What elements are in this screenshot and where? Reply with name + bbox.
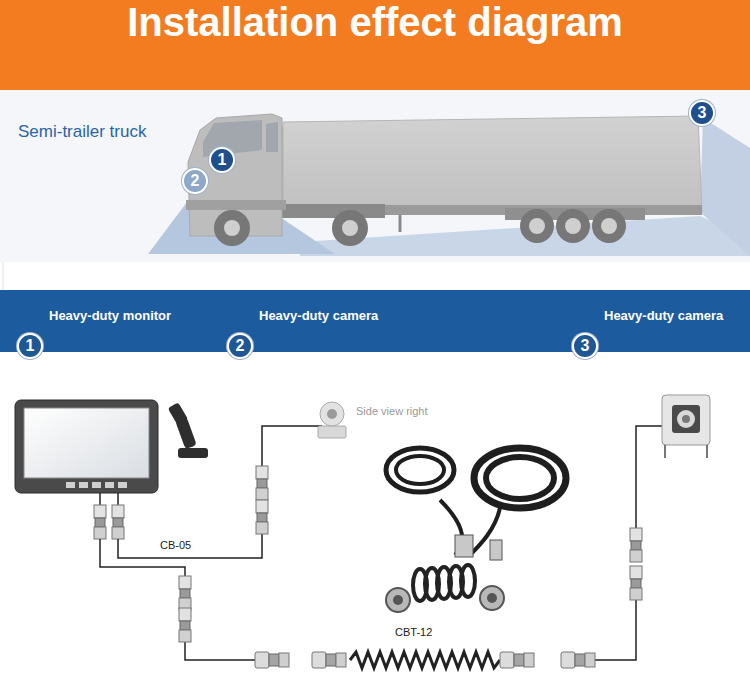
camera-label: Side view right xyxy=(356,405,428,418)
callout-number: 3 xyxy=(689,100,715,126)
item-heading: Heavy-duty camera xyxy=(604,308,723,324)
item-badge: 2Heavy-duty camera xyxy=(227,333,253,359)
callout-number-text: 1 xyxy=(26,338,35,354)
callout-number-text: 3 xyxy=(698,105,707,121)
item-badge: 1Heavy-duty monitor xyxy=(17,333,43,359)
cable-label: CBT-12 xyxy=(395,626,432,639)
callout-number: 2 xyxy=(182,168,208,194)
item-badge: 3Heavy-duty camera xyxy=(572,333,598,359)
callout-number-text: 2 xyxy=(236,338,245,354)
callout-number-text: 1 xyxy=(218,152,227,168)
cable-label: CB-05 xyxy=(160,539,191,552)
item-heading: Heavy-duty camera xyxy=(259,308,378,324)
callout-number: 1 xyxy=(209,147,235,173)
diagram-title: Installation effect diagram xyxy=(0,0,750,90)
callout-number-text: 2 xyxy=(191,173,200,189)
callout-number-text: 3 xyxy=(581,338,590,354)
item-heading: Heavy-duty monitor xyxy=(49,308,171,324)
section-label: Semi-trailer truck xyxy=(18,122,146,142)
